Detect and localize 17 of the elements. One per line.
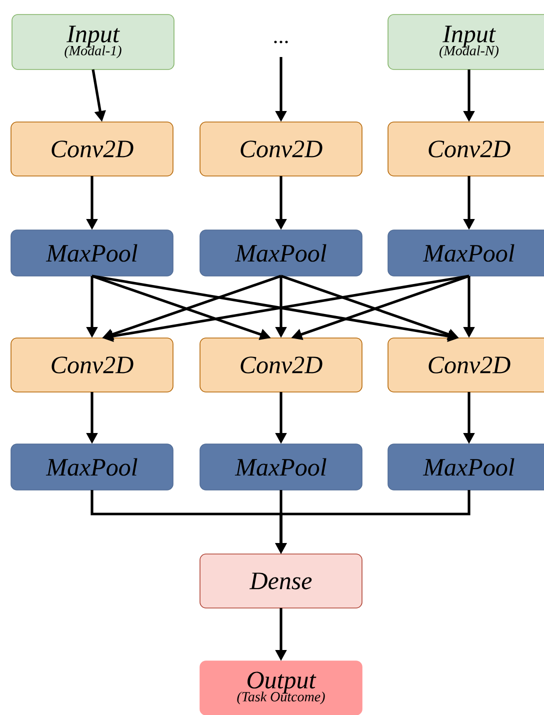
pool-box: MaxPool xyxy=(200,230,362,276)
input-box: Input (Modal-1) xyxy=(12,14,174,70)
conv-box: Conv2D xyxy=(200,122,362,176)
input-box: Input (Modal-N) xyxy=(388,14,544,70)
conv-box: Conv2D xyxy=(388,122,544,176)
pool-box: MaxPool xyxy=(200,444,362,490)
pool-box: MaxPool xyxy=(10,230,174,276)
conv-box: Conv2D xyxy=(10,338,174,392)
pool-box: MaxPool xyxy=(388,444,544,490)
ellipsis-text: ... xyxy=(274,40,288,44)
output-box: Output (Task Outcome) xyxy=(200,660,362,715)
conv-box: Conv2D xyxy=(200,338,362,392)
pool-box: MaxPool xyxy=(10,444,174,490)
pool-box: MaxPool xyxy=(388,230,544,276)
conv-box: Conv2D xyxy=(388,338,544,392)
conv-box: Conv2D xyxy=(10,122,174,176)
dense-box: Dense xyxy=(200,554,362,608)
